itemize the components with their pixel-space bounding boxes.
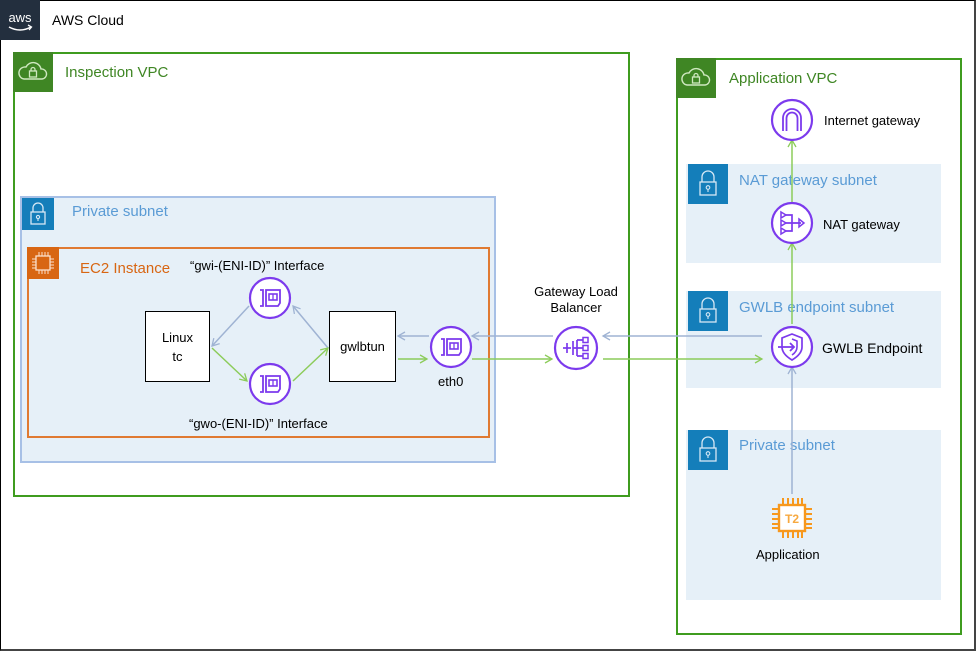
t2-icon-text: T2 [785,512,799,526]
ec2-instance-group [27,247,490,438]
subnet-lock-icon [688,164,728,204]
subnet-lock-icon [688,430,728,470]
gateway-load-balancer-label: Gateway Load Balancer [528,284,624,316]
ec2-chip-icon [27,247,59,279]
flow-gwo-to-gwlbtun [292,347,329,382]
application-label: Application [756,547,820,562]
gwlb-label-line2: Balancer [550,300,602,315]
vpc-cloud-lock-icon [676,58,716,98]
gwo-interface-label: “gwo-(ENI-ID)” Interface [189,416,328,431]
aws-logo-icon: aws [0,0,40,40]
inspection-private-subnet-label: Private subnet [72,203,168,220]
gwlbtun-label: gwlbtun [340,339,385,354]
application-vpc-group [676,58,962,635]
gwlb-endpoint-icon [770,325,814,374]
internet-gateway-icon [770,98,814,147]
eth0-label: eth0 [438,374,464,389]
gwlb-label-line1: Gateway Load [534,284,618,299]
flow-linux-tc-to-gwo [211,347,248,382]
application-vpc-label: Application VPC [729,70,838,87]
network-interface-icon [429,325,473,374]
gwlbtun-node: gwlbtun [329,311,396,382]
gwlb-endpoint-subnet-group [686,291,941,388]
inspection-vpc-label: Inspection VPC [65,64,169,81]
application-private-subnet-group [686,430,941,600]
nat-gateway-subnet-group [686,164,941,263]
gateway-load-balancer-icon [553,325,599,376]
nat-gateway-subnet-label: NAT gateway subnet [739,172,877,189]
ec2-instance-label: EC2 Instance [80,260,171,277]
nat-gateway-icon [770,201,814,250]
gwlb-endpoint-subnet-label: GWLB endpoint subnet [739,299,895,316]
ec2-t2-instance-icon: T2 [768,494,816,547]
nat-gateway-label: NAT gateway [823,217,900,232]
linux-tc-label-line1: Linux [161,329,194,345]
flow-gwi-to-linux-tc [211,305,250,347]
vpc-cloud-lock-icon [13,52,53,92]
application-private-subnet-label: Private subnet [739,437,835,454]
aws-cloud-label: AWS Cloud [52,12,124,28]
svg-text:aws: aws [8,10,32,25]
subnet-lock-icon [688,291,728,331]
gwlb-endpoint-label: GWLB Endpoint [822,340,923,356]
linux-tc-node: Linux tc [145,311,210,382]
network-interface-icon [248,276,292,325]
inspection-private-subnet-group [20,196,496,463]
network-interface-icon [248,362,292,411]
subnet-lock-icon [22,198,54,230]
flow-gwlbtun-to-gwi [292,304,329,349]
inspection-vpc-group [13,52,630,497]
gwi-interface-label: “gwi-(ENI-ID)” Interface [190,258,325,273]
internet-gateway-label: Internet gateway [824,113,921,128]
linux-tc-label-line2: tc [172,348,183,364]
